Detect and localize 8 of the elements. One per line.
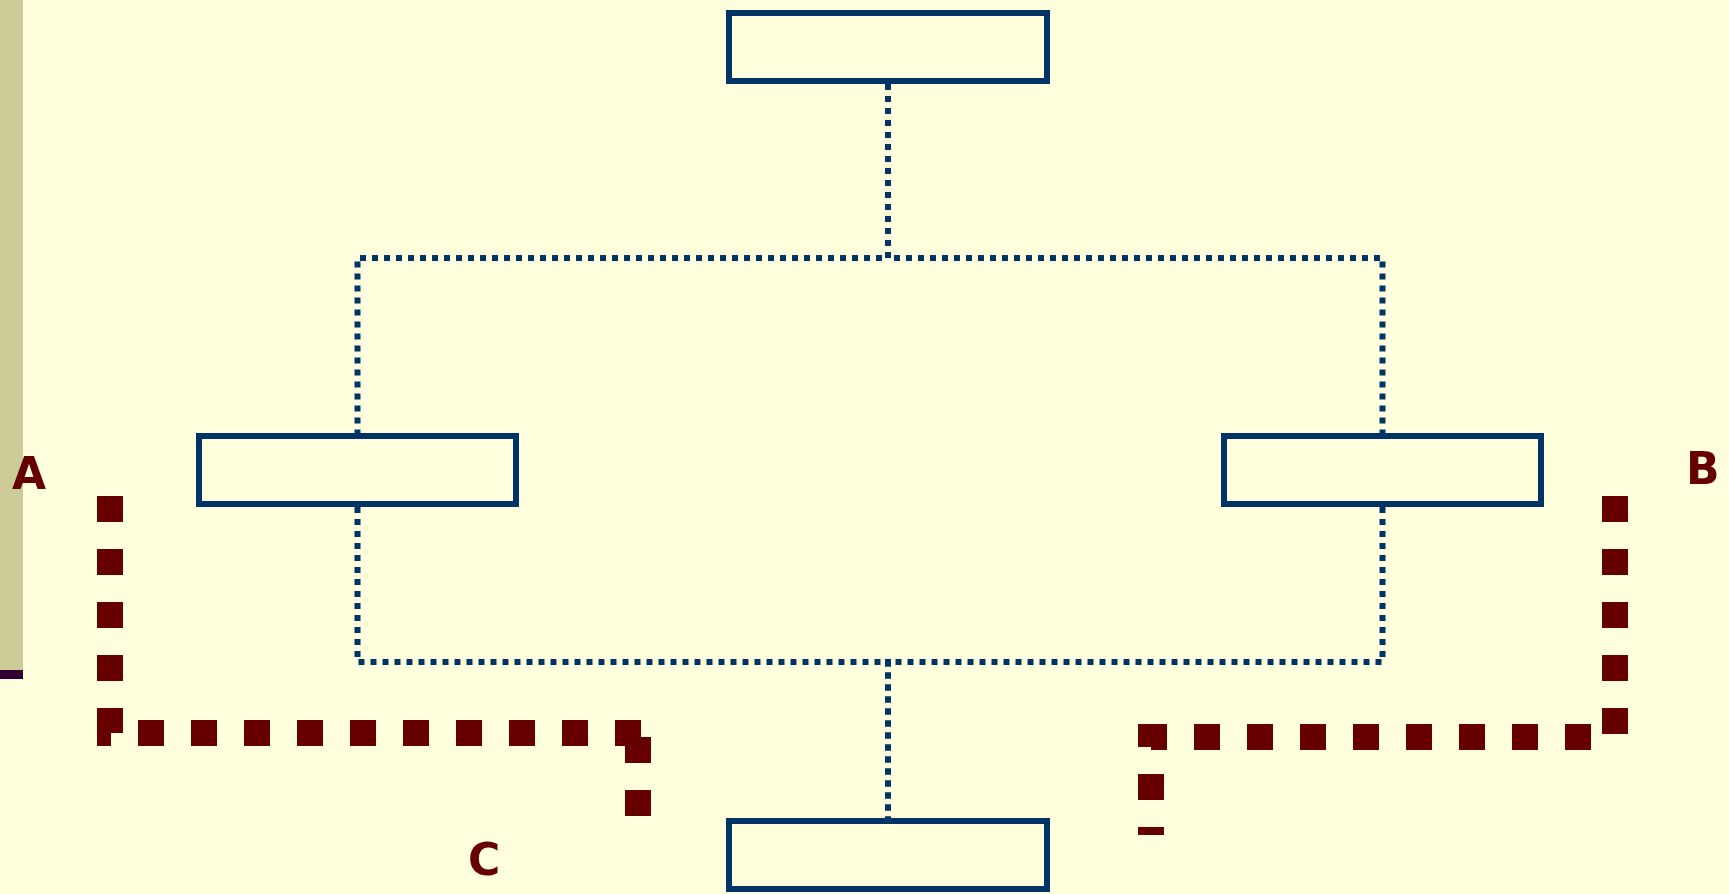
- path-label: C: [468, 838, 501, 882]
- empty-box: [726, 818, 1050, 892]
- connector: [885, 507, 1386, 818]
- empty-box: [196, 433, 519, 507]
- path-label: B: [1686, 447, 1720, 491]
- path-label: A: [12, 452, 47, 496]
- empty-box: [726, 10, 1050, 84]
- empty-box: [1221, 433, 1544, 507]
